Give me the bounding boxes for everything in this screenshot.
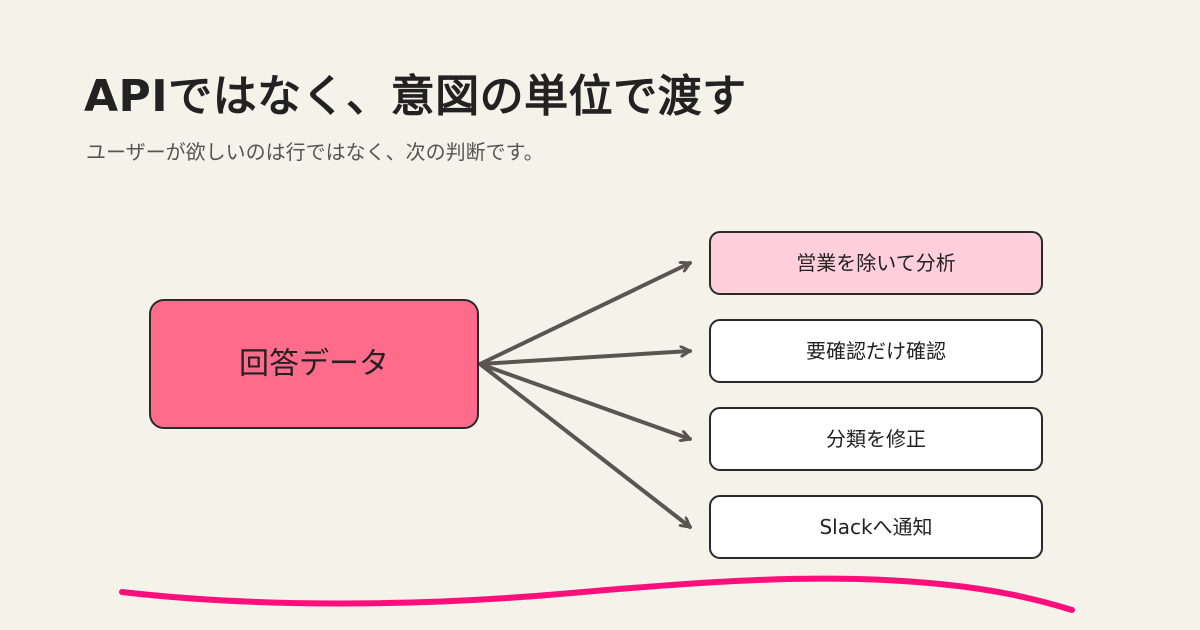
target-node-label: 要確認だけ確認 [806, 339, 946, 363]
decorative-underline [119, 575, 1075, 613]
target-node-2: 要確認だけ確認 [709, 319, 1043, 383]
target-node-1: 営業を除いて分析 [709, 231, 1043, 295]
target-node-label: Slackへ通知 [819, 515, 932, 539]
target-node-label: 分類を修正 [826, 427, 926, 451]
page-subtitle: ユーザーが欲しいのは行ではなく、次の判断です。 [86, 140, 544, 164]
target-node-4: Slackへ通知 [709, 495, 1043, 559]
arrow-to-target-2 [478, 351, 692, 366]
target-node-3: 分類を修正 [709, 407, 1043, 471]
page-title: APIではなく、意図の単位で渡す [84, 71, 747, 122]
arrow-to-target-3 [478, 362, 692, 439]
source-node: 回答データ [149, 299, 479, 429]
arrow-group [478, 263, 692, 529]
arrow-to-target-4 [478, 362, 692, 529]
source-node-label: 回答データ [239, 347, 389, 382]
target-node-label: 営業を除いて分析 [796, 251, 955, 275]
arrow-to-target-1 [478, 263, 692, 366]
